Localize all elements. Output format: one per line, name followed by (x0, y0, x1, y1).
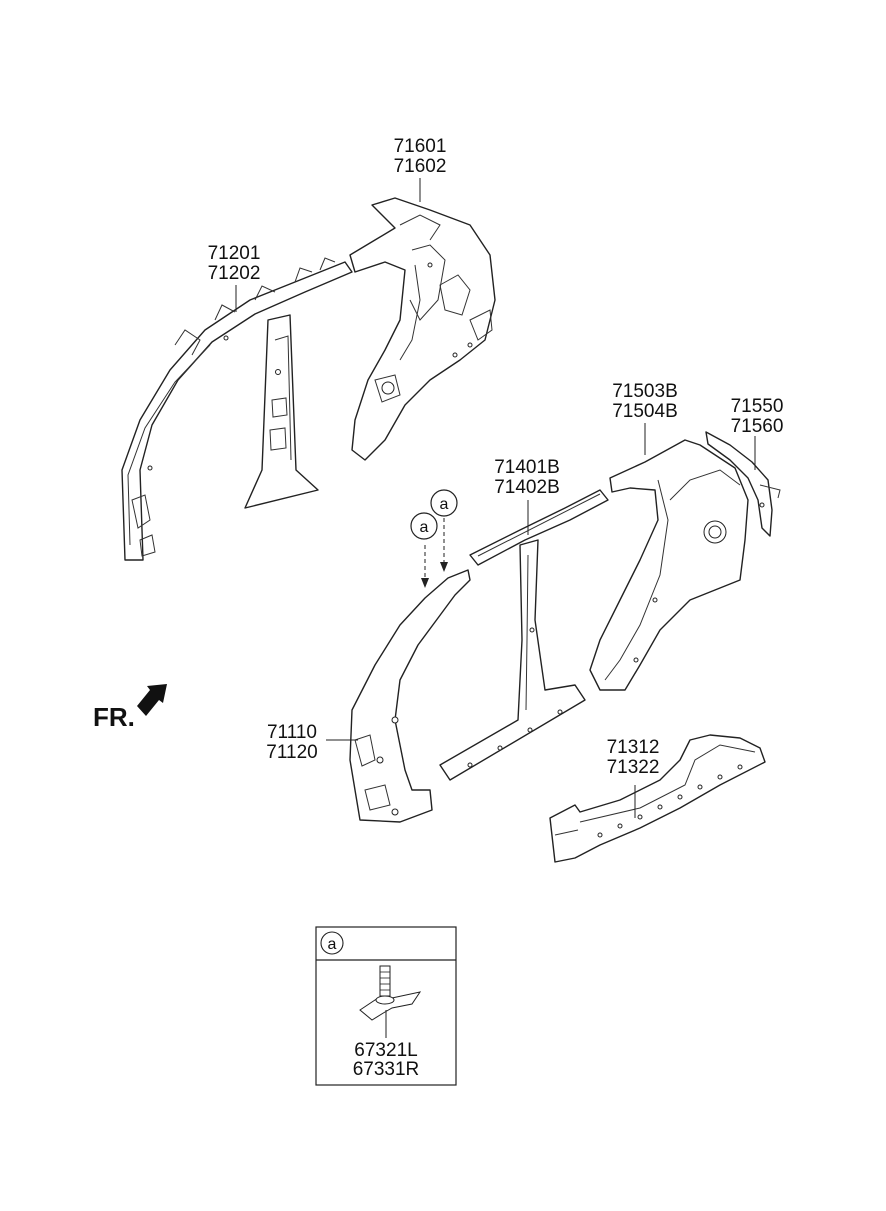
callout-a-front[interactable]: a (410, 512, 438, 540)
part-number: 71202 (208, 263, 261, 284)
front-arrow-icon (137, 684, 167, 716)
front-orientation-marker: FR. (93, 684, 167, 732)
roof-rail-outer-part[interactable] (469, 489, 609, 566)
callout-letter: a (440, 496, 449, 513)
part-number: 71503B (612, 381, 678, 402)
label-quarter-inner: 71601 71602 (394, 136, 447, 177)
callout-letter: a (420, 519, 429, 536)
label-side-outer-front: 71110 71120 (266, 722, 317, 763)
label-roof-rail-outer: 71401B 71402B (494, 457, 560, 498)
part-number: 71601 (394, 136, 447, 157)
tail-extension-part[interactable] (705, 431, 781, 537)
quarter-outer-part[interactable] (589, 439, 749, 691)
part-number: 71312 (607, 737, 660, 758)
part-number: 71602 (394, 156, 447, 177)
part-number: 71402B (494, 477, 560, 498)
label-side-sill: 71312 71322 (607, 737, 660, 778)
quarter-inner-part[interactable] (349, 197, 496, 461)
label-tail-extension: 71550 71560 (731, 396, 784, 437)
callout-a-rear[interactable]: a (430, 489, 458, 517)
leader-lines (235, 178, 756, 818)
part-number: 67331R (353, 1059, 420, 1080)
part-number: 71110 (267, 722, 317, 743)
detail-box-label: a (328, 936, 337, 953)
part-number: 67321L (354, 1040, 417, 1061)
side-outer-front-part[interactable] (349, 539, 586, 823)
stud-bolt-part[interactable] (359, 965, 422, 1021)
detail-box: a 67321L 67331R (315, 926, 457, 1086)
part-number: 71201 (208, 243, 261, 264)
part-number: 71504B (612, 401, 678, 422)
label-roof-rail-inner: 71201 71202 (208, 243, 261, 284)
orientation-label: FR. (93, 702, 135, 732)
part-number: 71550 (731, 396, 784, 417)
label-quarter-outer: 71503B 71504B (612, 381, 678, 422)
part-number: 71401B (494, 457, 560, 478)
side-sill-part[interactable] (549, 734, 766, 863)
part-number: 71560 (731, 416, 784, 437)
part-number: 71120 (266, 742, 317, 763)
roof-rail-inner-part[interactable] (121, 257, 353, 561)
part-number: 71322 (607, 757, 660, 778)
